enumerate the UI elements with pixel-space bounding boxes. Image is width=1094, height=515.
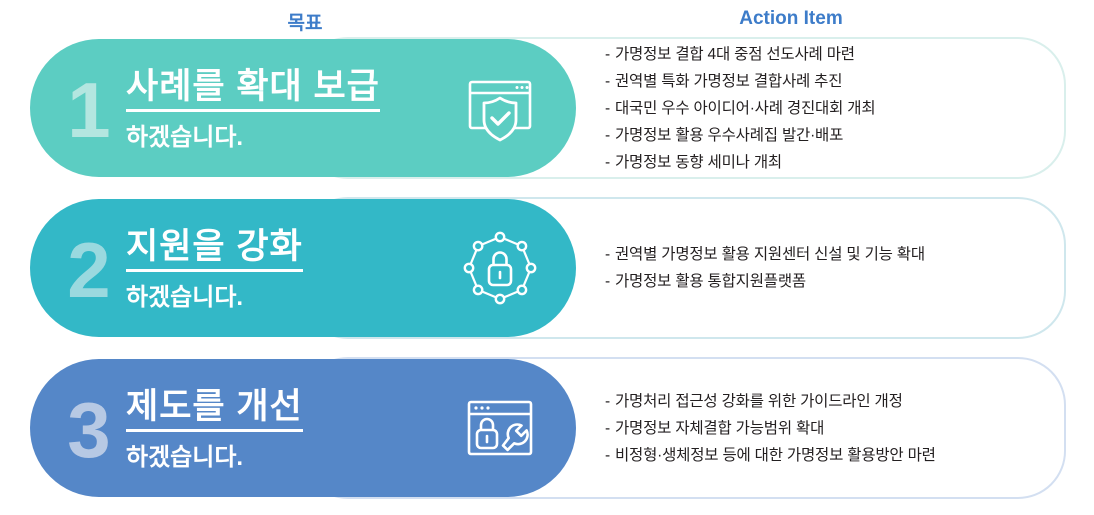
action-item-text: 대국민 우수 아이디어·사례 경진대회 개최 [614, 99, 876, 117]
action-items-3: -가명처리 접근성 강화를 위한 가이드라인 개정 -가명정보 자체결합 가능범… [605, 353, 1055, 503]
action-item-text: 가명정보 활용 우수사례집 발간·배포 [614, 126, 844, 144]
action-item: -비정형·생체정보 등에 대한 가명정보 활용방안 마련 [605, 442, 1055, 469]
bullet-dash: - [605, 72, 610, 90]
goal-number-3: 3 [67, 386, 111, 474]
action-item: -가명처리 접근성 강화를 위한 가이드라인 개정 [605, 388, 1055, 415]
action-item: -가명정보 결합 4대 중점 선도사례 마련 [605, 41, 1055, 68]
action-item-text: 가명정보 결합 4대 중점 선도사례 마련 [614, 45, 855, 63]
bullet-dash: - [605, 45, 610, 63]
goal-number-1: 1 [67, 66, 111, 154]
goal-title-2: 지원을 강화 [126, 226, 303, 273]
action-item-text: 가명정보 동향 세미나 개최 [614, 153, 782, 171]
goal-text-2: 지원을 강화 하겠습니다. [126, 226, 303, 312]
goal-subtitle-2: 하겠습니다. [126, 284, 244, 312]
browser-lock-wrench-icon [460, 388, 540, 468]
action-item-text: 가명정보 활용 통합지원플랫폼 [614, 273, 806, 290]
bullet-dash: - [605, 153, 610, 171]
goal-subtitle-1: 하겠습니다. [126, 124, 244, 152]
action-item: -가명정보 자체결합 가능범위 확대 [605, 415, 1055, 442]
action-item: -가명정보 활용 우수사례집 발간·배포 [605, 122, 1055, 149]
bullet-dash: - [605, 392, 610, 410]
goal-row-1: 1 사례를 확대 보급 하겠습니다. -가명정보 결합 4대 중점 선도사례 마… [0, 33, 1094, 183]
action-item: -권역별 특화 가명정보 결합사례 추진 [605, 68, 1055, 95]
action-item-text: 비정형·생체정보 등에 대한 가명정보 활용방안 마련 [614, 446, 936, 464]
browser-shield-check-icon [460, 68, 540, 148]
action-items-1: -가명정보 결합 4대 중점 선도사례 마련 -권역별 특화 가명정보 결합사례… [605, 33, 1055, 183]
goal-pill-1[interactable]: 1 사례를 확대 보급 하겠습니다. [30, 39, 576, 177]
bullet-dash: - [605, 446, 610, 464]
bullet-dash: - [605, 273, 610, 290]
goal-rows: 1 사례를 확대 보급 하겠습니다. -가명정보 결합 4대 중점 선도사례 마… [0, 33, 1094, 513]
goal-title-1: 사례를 확대 보급 [126, 66, 380, 113]
bullet-dash: - [605, 126, 610, 144]
goal-row-3: 3 제도를 개선 하겠습니다. -가명처리 [0, 353, 1094, 503]
header-goal: 목표 [287, 13, 323, 34]
action-item: -가명정보 활용 통합지원플랫폼 [605, 268, 1055, 295]
goal-text-1: 사례를 확대 보급 하겠습니다. [126, 66, 380, 152]
bullet-dash: - [605, 246, 610, 263]
header-action-item: Action Item [739, 8, 843, 29]
goal-text-3: 제도를 개선 하겠습니다. [126, 386, 303, 472]
action-item: -권역별 가명정보 활용 지원센터 신설 및 기능 확대 [605, 241, 1055, 268]
goal-pill-3[interactable]: 3 제도를 개선 하겠습니다. [30, 359, 576, 497]
goal-number-2: 2 [67, 226, 111, 314]
action-item-text: 권역별 특화 가명정보 결합사례 추진 [614, 72, 843, 90]
action-item-text: 가명정보 자체결합 가능범위 확대 [614, 419, 825, 437]
action-item: -가명정보 동향 세미나 개최 [605, 149, 1055, 176]
action-item-text: 권역별 가명정보 활용 지원센터 신설 및 기능 확대 [614, 246, 925, 263]
bullet-dash: - [605, 419, 610, 437]
column-headers: 목표 Action Item [0, 6, 1094, 36]
action-item: -대국민 우수 아이디어·사례 경진대회 개최 [605, 95, 1055, 122]
action-items-2: -권역별 가명정보 활용 지원센터 신설 및 기능 확대 -가명정보 활용 통합… [605, 193, 1055, 343]
goal-row-2: 2 지원을 강화 하겠습니다. [0, 193, 1094, 343]
network-lock-icon [460, 228, 540, 308]
goal-subtitle-3: 하겠습니다. [126, 444, 244, 472]
goal-title-3: 제도를 개선 [126, 386, 303, 433]
action-item-text: 가명처리 접근성 강화를 위한 가이드라인 개정 [614, 392, 903, 410]
goal-pill-2[interactable]: 2 지원을 강화 하겠습니다. [30, 199, 576, 337]
bullet-dash: - [605, 99, 610, 117]
